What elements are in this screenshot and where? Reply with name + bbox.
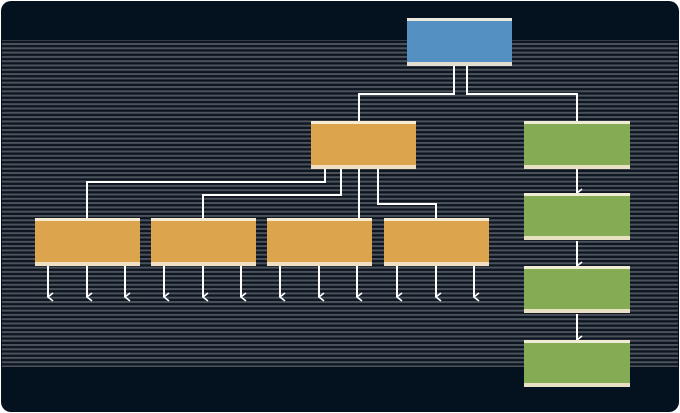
connector-root-left [358,66,455,121]
chain-box-3 [524,266,630,313]
connector-root-right [466,66,578,121]
connector-left-child-2 [202,169,342,218]
chain-box-2 [524,193,630,240]
left-child-box-2 [151,218,256,266]
left-child-box-3 [267,218,372,266]
chain-box-1 [524,121,630,169]
left-branch-box [311,121,416,169]
connector-left-child-4 [377,169,437,218]
left-child-box-1 [35,218,140,266]
boxes [35,18,630,387]
connector-left-child-1 [86,169,326,218]
left-child-box-4 [384,218,489,266]
root-box [407,18,512,66]
chain-box-4 [524,340,630,387]
connectors [46,66,583,345]
